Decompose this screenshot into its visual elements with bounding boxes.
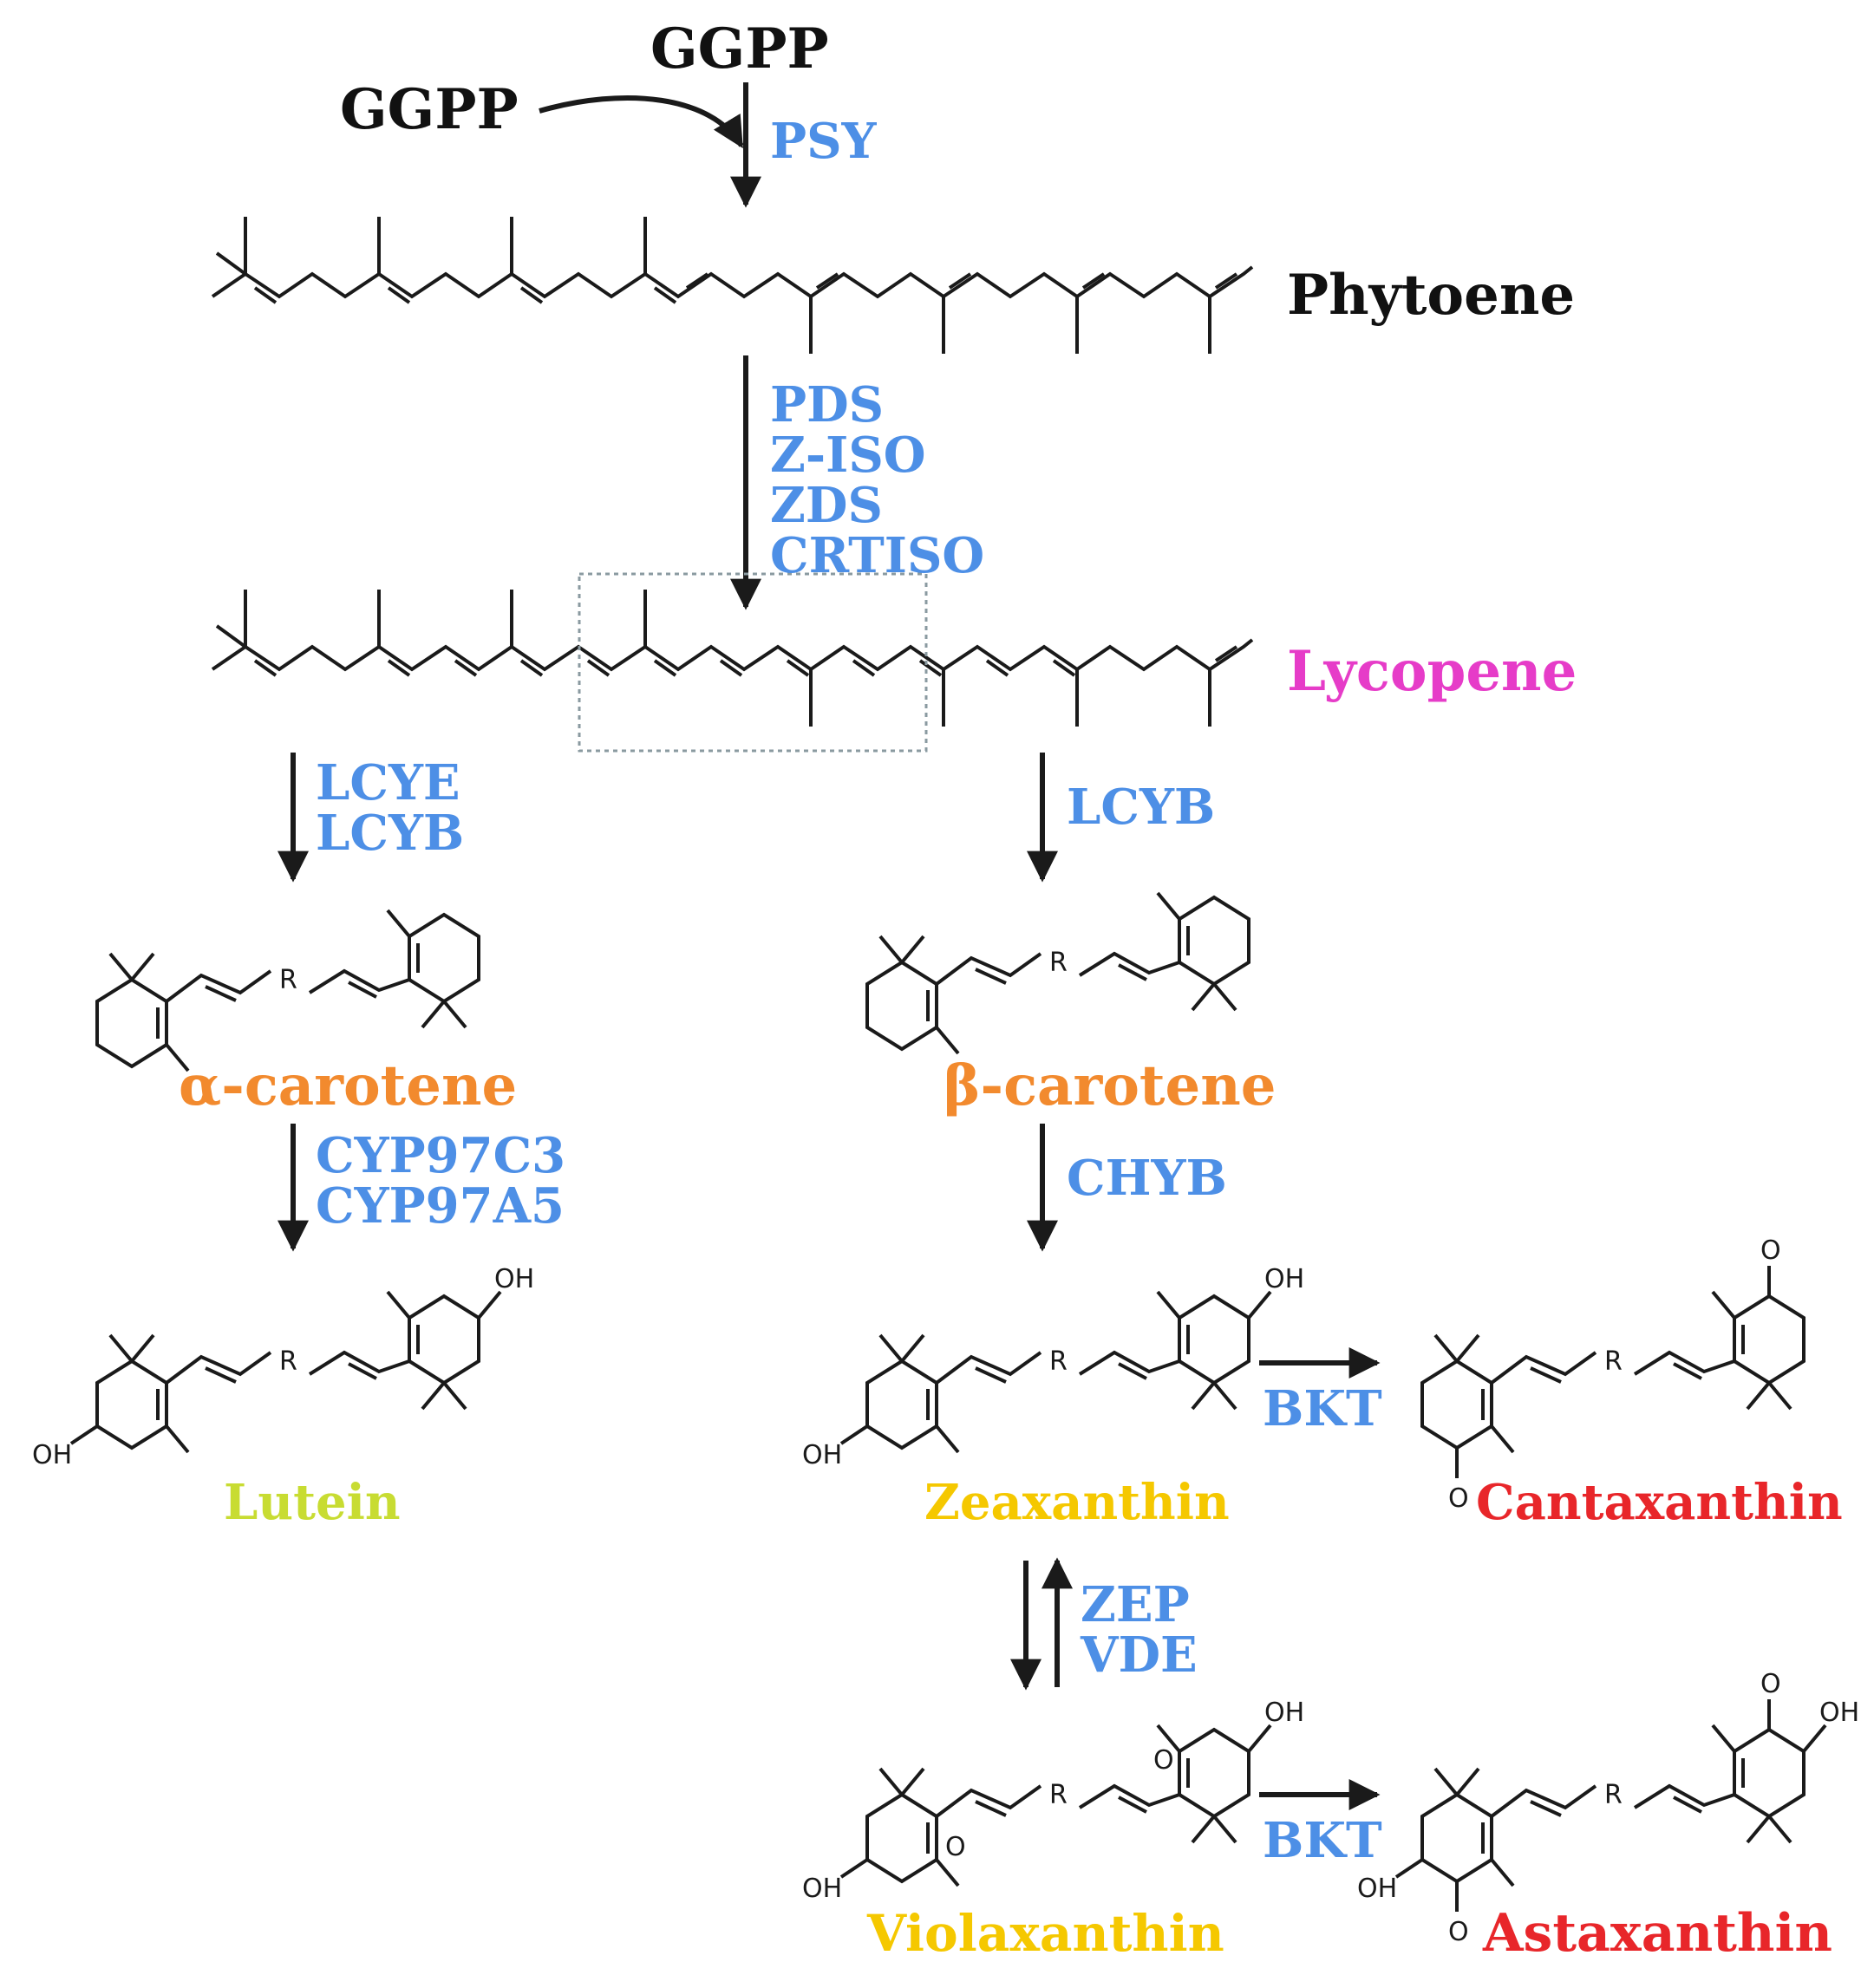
vde-label: VDE — [1080, 1626, 1198, 1684]
lycopene-structure — [211, 590, 1254, 727]
arrows — [278, 82, 1381, 1810]
zeaxanthin-rings-right-oh: OH — [1264, 1264, 1304, 1294]
lutein-rings-r-label: R — [279, 1346, 297, 1377]
lycopene-highlight-box — [578, 572, 928, 753]
lutein-rings-left-oh: OH — [32, 1440, 72, 1470]
cyp97c3-label: CYP97C3 — [316, 1127, 565, 1184]
alpha-carotene-rings-r-label: R — [279, 965, 297, 995]
cantaxanthin-rings — [1420, 1266, 1805, 1478]
atom-labels: R R R OH OH R OH OH R O O R OH OH O O R OH OH O O — [32, 948, 1859, 1947]
labels: GGPP GGPP PSY Phytoene PDS Z-ISO ZDS CRT… — [179, 16, 1843, 1964]
violaxanthin-rings-right-oh: OH — [1264, 1698, 1304, 1728]
violaxanthin-label: Violaxanthin — [866, 1904, 1224, 1963]
violaxanthin-rings-right-epoxy-o: O — [1153, 1745, 1174, 1776]
phytoene-label: Phytoene — [1287, 263, 1575, 328]
lycopene-label: Lycopene — [1287, 639, 1577, 704]
violaxanthin-rings-r-label: R — [1049, 1780, 1068, 1810]
astaxanthin-rings-right-o: O — [1760, 1669, 1781, 1699]
lcye-label: LCYE — [316, 754, 460, 811]
lutein-rings — [69, 1290, 502, 1454]
lcyb-alpha-label: LCYB — [316, 805, 464, 862]
crtiso-label: CRTISO — [770, 527, 984, 584]
chyb-label: CHYB — [1067, 1150, 1227, 1207]
beta-carotene-rings-r-label: R — [1049, 948, 1068, 978]
zeaxanthin-rings-r-label: R — [1049, 1346, 1068, 1377]
cyp97a5-label: CYP97A5 — [316, 1177, 565, 1235]
astaxanthin-label: Astaxanthin — [1482, 1903, 1832, 1964]
beta-carotene-rings — [865, 891, 1250, 1055]
alpha-carotene-rings — [95, 909, 480, 1072]
violaxanthin-rings — [839, 1724, 1272, 1887]
ggpp-left-label: GGPP — [340, 77, 519, 142]
ggpp-top-label: GGPP — [650, 16, 829, 81]
zeaxanthin-label: Zeaxanthin — [924, 1474, 1230, 1531]
lutein-rings-right-oh: OH — [494, 1264, 534, 1294]
cantaxanthin-rings-left-o: O — [1448, 1483, 1469, 1514]
cantaxanthin-rings-right-o: O — [1760, 1235, 1781, 1266]
zeaxanthin-rings-left-oh: OH — [802, 1440, 842, 1470]
zeaxanthin-rings — [839, 1290, 1272, 1454]
astaxanthin-rings-right-oh: OH — [1819, 1698, 1859, 1728]
zds-label: ZDS — [770, 477, 883, 534]
astaxanthin-rings-r-label: R — [1604, 1780, 1623, 1810]
violaxanthin-rings-left-epoxy-o: O — [945, 1832, 966, 1862]
pds-label: PDS — [770, 376, 884, 433]
beta-carotene-label: β-carotene — [944, 1053, 1276, 1118]
cantaxanthin-label: Cantaxanthin — [1476, 1474, 1843, 1531]
astaxanthin-rings-left-o: O — [1448, 1917, 1469, 1947]
bkt-upper-label: BKT — [1263, 1380, 1382, 1437]
phytoene-structure — [211, 217, 1254, 354]
bkt-lower-label: BKT — [1263, 1812, 1382, 1869]
astaxanthin-rings-left-oh: OH — [1357, 1874, 1397, 1904]
lcyb-beta-label: LCYB — [1067, 779, 1215, 836]
arrow-ggpp-merge — [539, 95, 744, 149]
psy-label: PSY — [770, 113, 878, 170]
violaxanthin-rings-left-oh: OH — [802, 1874, 842, 1904]
zep-label: ZEP — [1081, 1576, 1190, 1633]
alpha-carotene-label: α-carotene — [179, 1053, 517, 1118]
astaxanthin-rings — [1394, 1699, 1827, 1912]
lutein-label: Lutein — [224, 1474, 401, 1531]
z-iso-label: Z-ISO — [770, 427, 926, 484]
cantaxanthin-rings-r-label: R — [1604, 1346, 1623, 1377]
